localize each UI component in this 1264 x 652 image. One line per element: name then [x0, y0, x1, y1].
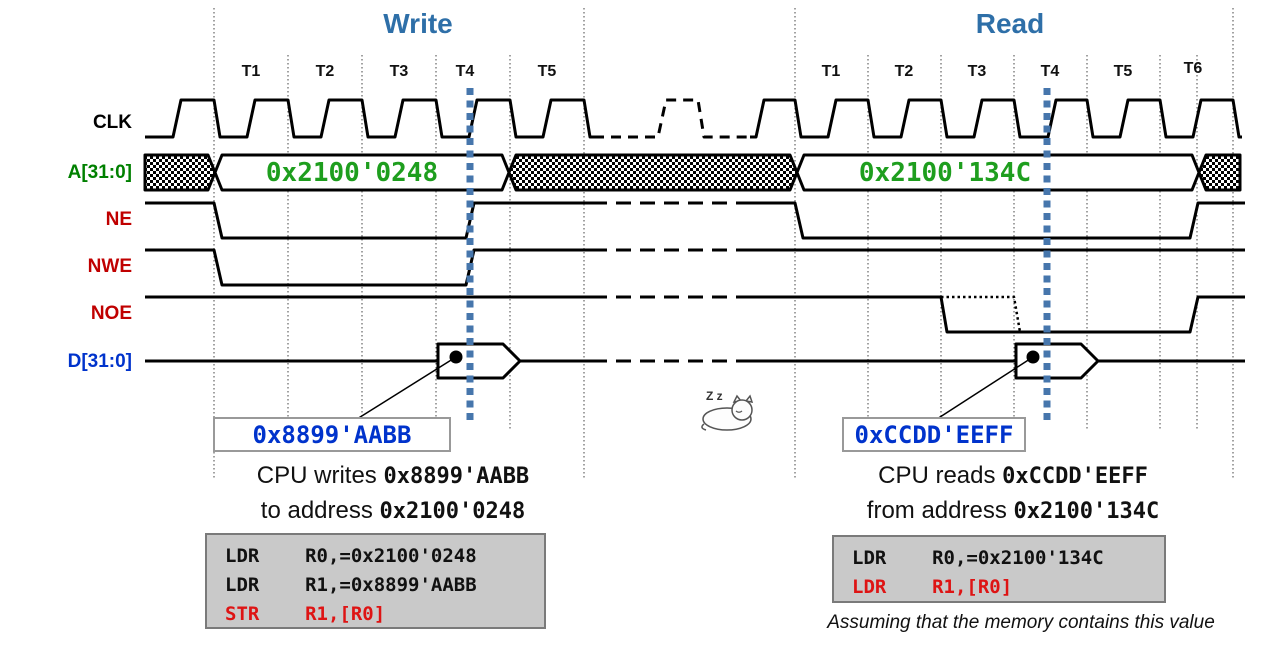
read-address-value: 0x2100'134C	[858, 158, 1032, 188]
signal-label-data-bus: D[31:0]	[67, 351, 132, 372]
read-data-value-box: 0xCCDD'EEFF	[842, 417, 1026, 452]
signal-label-clk: CLK	[92, 112, 132, 133]
read-caption-line1: CPU reads 0xCCDD'EEFF	[878, 462, 1148, 489]
read-t4-label: T4	[1040, 63, 1060, 80]
read-t3-label: T3	[967, 63, 987, 80]
write-t1-label: T1	[241, 63, 261, 80]
write-caption-line2: to address 0x2100'0248	[260, 497, 526, 524]
sleeping-cat-icon: Z z	[701, 389, 754, 431]
read-t5-label: T5	[1113, 63, 1133, 80]
clock-edge-markers	[466, 88, 1051, 422]
write-code-line-3: STR R1,[R0]	[225, 603, 386, 625]
read-code-line-2: LDR R1,[R0]	[852, 576, 1013, 598]
write-t4-label: T4	[455, 63, 475, 80]
signal-label-address-bus: A[31:0]	[67, 162, 132, 183]
pointer-lines	[356, 356, 1034, 420]
write-caption: CPU writes 0x8899'AABB to address 0x2100…	[213, 459, 573, 529]
read-caption-line2: from address 0x2100'134C	[866, 497, 1160, 524]
address-bus-waveform	[143, 153, 1242, 192]
signal-label-nwe: NWE	[87, 256, 132, 277]
write-address-value: 0x2100'0248	[265, 158, 439, 188]
write-t5-label: T5	[537, 63, 557, 80]
write-code-line-1: LDR R0,=0x2100'0248	[225, 545, 477, 567]
write-t3-label: T3	[389, 63, 409, 80]
noe-waveform	[145, 295, 1245, 334]
ne-waveform	[145, 201, 1245, 240]
write-code-line-2: LDR R1,=0x8899'AABB	[225, 574, 477, 596]
write-t2-label: T2	[315, 63, 335, 80]
write-data-value-box: 0x8899'AABB	[213, 417, 451, 452]
cat-zz-text: Z z	[706, 389, 723, 403]
signal-label-noe: NOE	[90, 303, 132, 324]
nwe-waveform	[145, 248, 1245, 287]
read-t2-label: T2	[894, 63, 914, 80]
read-code-line-1: LDR R0,=0x2100'134C	[852, 547, 1104, 569]
read-t6-label: T6	[1183, 60, 1203, 77]
footnote: Assuming that the memory contains this v…	[827, 612, 1215, 633]
read-section-title: Read	[975, 8, 1045, 39]
signal-label-ne: NE	[105, 209, 132, 230]
read-code-listing: LDR R0,=0x2100'134C LDR R1,[R0]	[832, 535, 1166, 603]
data-bus-waveform	[145, 342, 1245, 380]
read-caption: CPU reads 0xCCDD'EEFF from address 0x210…	[833, 459, 1193, 529]
read-t1-label: T1	[821, 63, 841, 80]
noe-alternative-dotted	[941, 295, 1022, 333]
clk-waveform	[145, 98, 1242, 139]
write-caption-line1: CPU writes 0x8899'AABB	[256, 462, 530, 489]
write-code-listing: LDR R0,=0x2100'0248 LDR R1,=0x8899'AABB …	[205, 533, 546, 629]
write-section-title: Write	[383, 8, 453, 39]
